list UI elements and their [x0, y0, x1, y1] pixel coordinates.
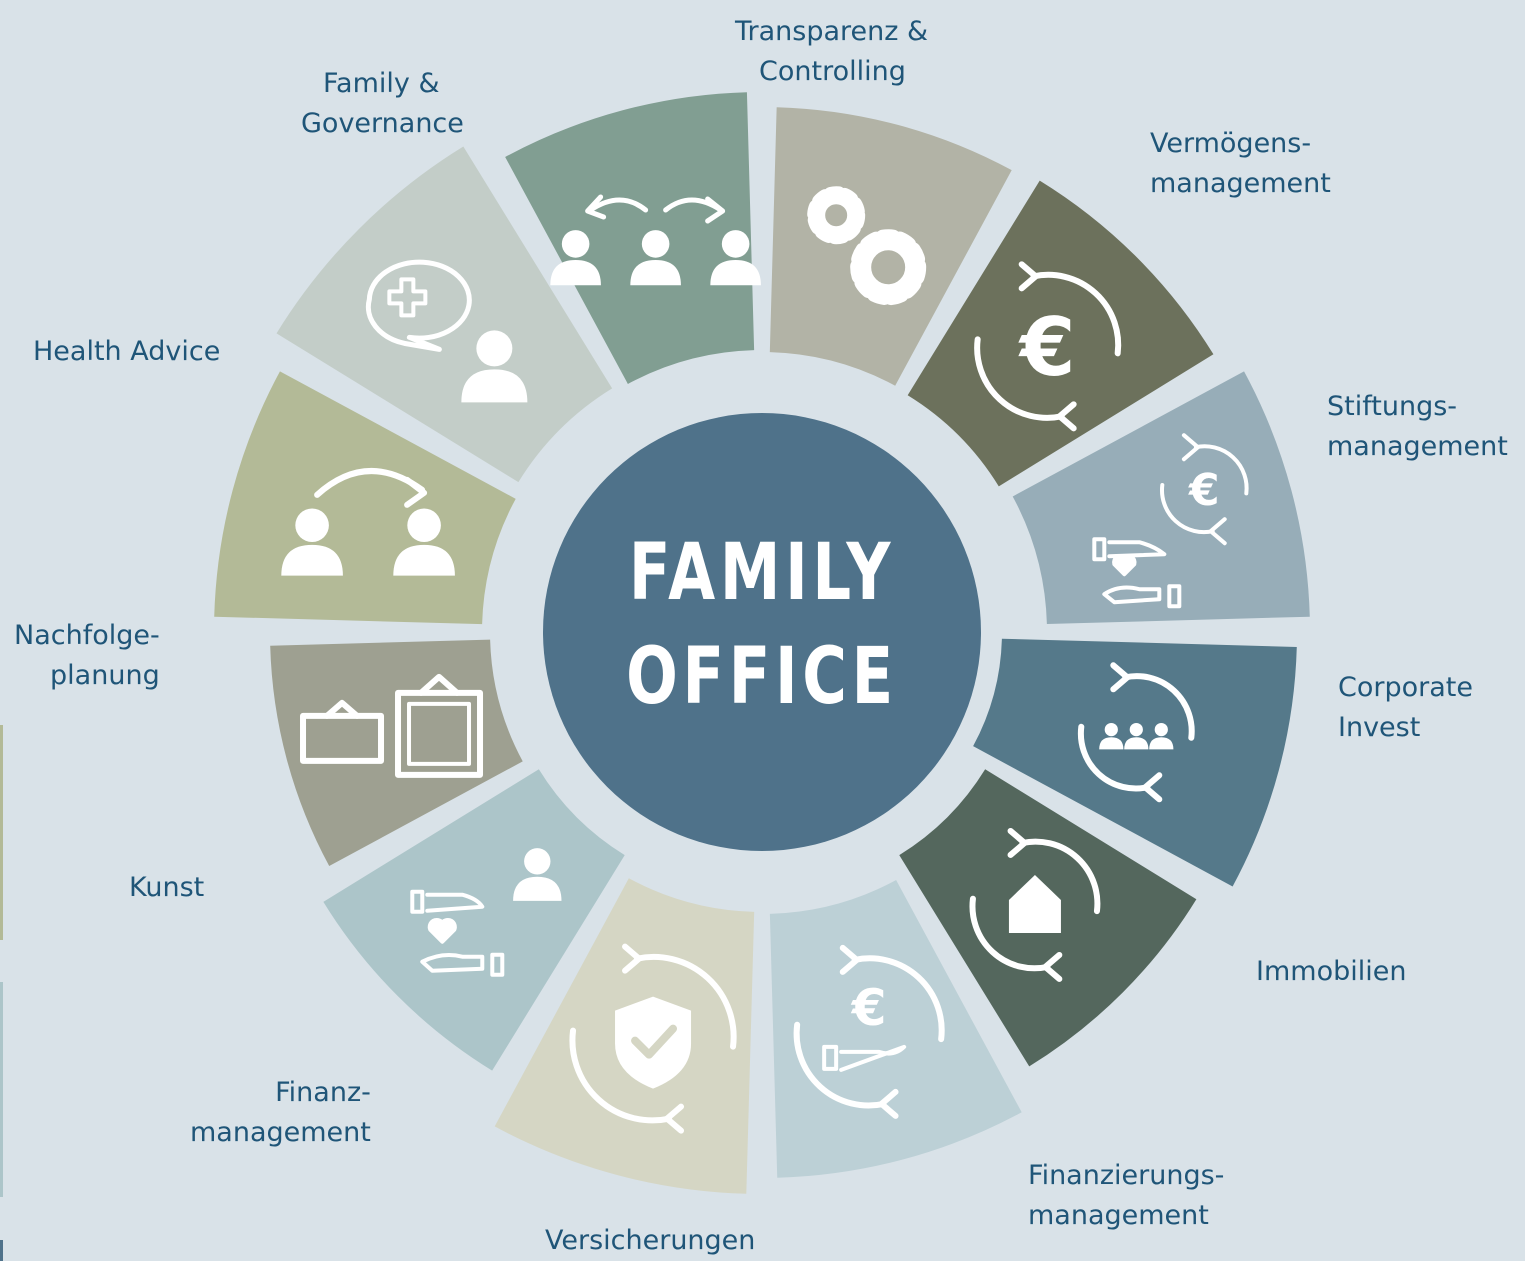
label-transparenz: Transparenz & Controlling [735, 16, 929, 87]
center-circle [543, 413, 981, 851]
svg-text:€: € [851, 979, 887, 1037]
house-cycle-icon [969, 827, 1101, 982]
label-kunst: Kunst [129, 872, 205, 903]
segment-family [505, 92, 755, 384]
label-family: Family & Governance [301, 68, 464, 139]
edge-accent-dark [0, 1240, 3, 1261]
segment-finanzierung [769, 880, 1022, 1178]
label-health: Health Advice [33, 336, 221, 367]
gears-icon [807, 186, 927, 306]
label-finanz: Finanz- management [190, 1077, 371, 1148]
label-nachfolge: Nachfolge- planung [14, 620, 160, 691]
label-versicherung: Versicherungen [545, 1225, 756, 1256]
label-corporate: Corporate Invest [1338, 672, 1473, 743]
health-advice-icon [365, 259, 528, 403]
edge-accent-blue [0, 982, 3, 1197]
succession-icon [281, 468, 455, 576]
picture-frames-icon [300, 673, 484, 778]
center-title-line2: OFFICE [626, 632, 898, 722]
svg-text:€: € [1188, 465, 1220, 516]
label-finanzierung: Finanzierungs- management [1028, 1160, 1225, 1231]
team-cycle-icon [1077, 662, 1195, 803]
label-immobilien: Immobilien [1256, 956, 1407, 987]
segment-corporate [973, 638, 1297, 887]
euro-cycle-icon: € [974, 261, 1122, 432]
euro-donation-icon: € [1092, 433, 1249, 609]
shield-check-cycle-icon [569, 943, 737, 1134]
person-donation-icon [410, 848, 562, 977]
label-vermoegen: Vermögens- management [1150, 128, 1331, 199]
segment-vermoegen [907, 180, 1214, 487]
edge-accent-olive [0, 725, 3, 940]
euro-hand-cycle-icon: € [793, 944, 945, 1119]
segment-health [276, 146, 613, 483]
label-stiftung: Stiftungs- management [1327, 391, 1508, 462]
family-governance-icon [550, 194, 761, 286]
center-title-line1: FAMILY [628, 528, 896, 618]
segment-finanz [323, 769, 625, 1071]
svg-text:€: € [1018, 301, 1076, 394]
